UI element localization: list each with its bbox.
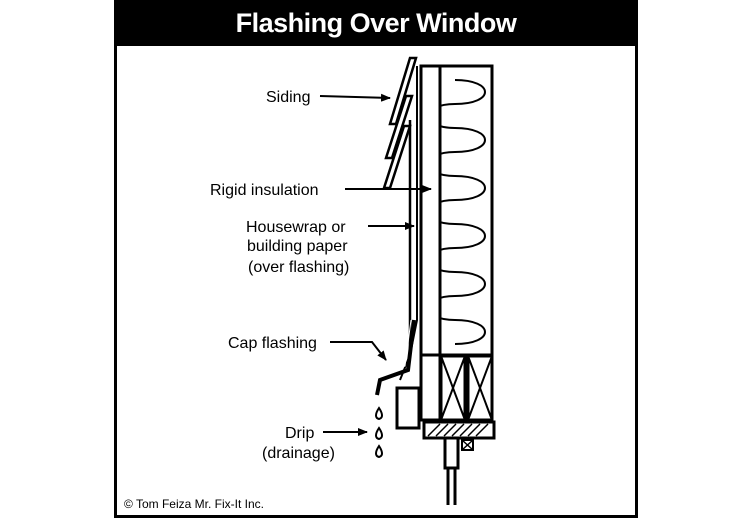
- diagram-title: Flashing Over Window: [117, 0, 635, 46]
- header-framing: [439, 354, 494, 422]
- siding-boards: [382, 56, 418, 350]
- label-drip-line1: Drip: [285, 425, 314, 442]
- window-sash: [443, 436, 460, 470]
- cap-flashing-piece: [375, 319, 416, 396]
- cap-flashing-arrow: [330, 341, 387, 361]
- copyright-notice: © Tom Feiza Mr. Fix-It Inc.: [124, 497, 264, 511]
- label-rigid-insulation: Rigid insulation: [210, 182, 319, 199]
- label-siding: Siding: [266, 89, 310, 106]
- label-housewrap-line1: Housewrap or: [246, 219, 346, 236]
- label-housewrap-line2: building paper: [247, 238, 348, 255]
- window-trim: [395, 386, 421, 430]
- siding-arrow: [319, 93, 391, 102]
- rigid-insulation-board: [419, 64, 442, 422]
- label-cap-flashing: Cap flashing: [228, 335, 317, 352]
- drip-drops: [375, 406, 383, 459]
- label-drip-line2: (drainage): [262, 445, 335, 462]
- label-housewrap-line3: (over flashing): [248, 259, 349, 276]
